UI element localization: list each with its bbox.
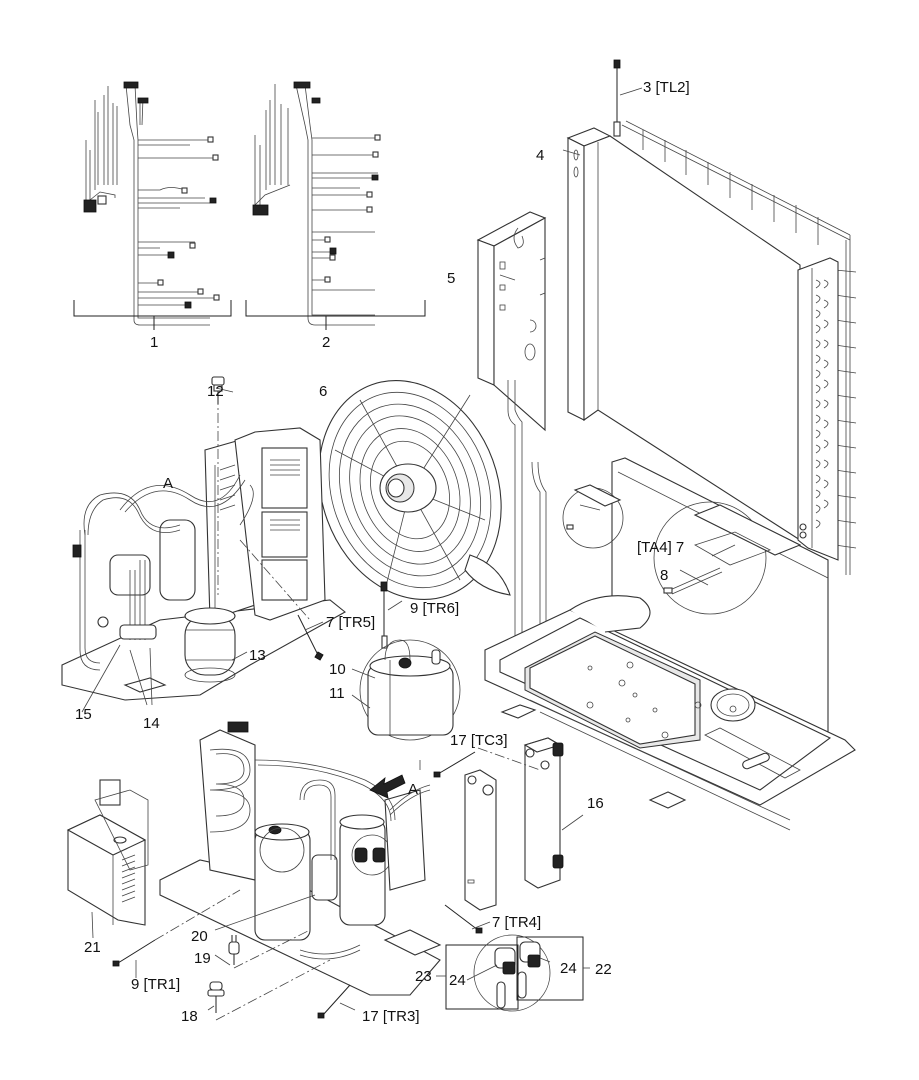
callout-7-TR5: 7 [TR5] (326, 614, 375, 631)
valve-coil-detail (445, 934, 584, 1012)
fan-assembly (318, 379, 511, 601)
callout-14: 14 (143, 715, 160, 732)
callout-10: 10 (329, 661, 346, 678)
callout-1: 1 (150, 334, 158, 351)
tc3-assembly-line (477, 747, 541, 771)
leader-lines (81, 87, 736, 1011)
callout-19: 19 (194, 950, 211, 967)
callout-17-TR3: 17 [TR3] (362, 1008, 420, 1025)
sensor-TR3 (317, 984, 351, 1019)
callout-18: 18 (181, 1008, 198, 1025)
callout-a-lower: A (408, 781, 418, 798)
compressor-module-a (61, 395, 346, 701)
callout-12: 12 (207, 383, 224, 400)
assembly-dash-lines (215, 929, 331, 1021)
callout-16: 16 (587, 795, 604, 812)
callout-9-TR1: 9 [TR1] (131, 976, 180, 993)
tr1-assembly-line (154, 889, 241, 941)
callout-7-TA4: [TA4] 7 (637, 539, 684, 556)
callout-15: 15 (75, 706, 92, 723)
callout-4: 4 (536, 147, 544, 164)
TA4-detail (562, 484, 802, 615)
sensor-TC3 (433, 751, 476, 778)
callout-20: 20 (191, 928, 208, 945)
wiring-harness-2 (252, 81, 381, 326)
control-box-panel (476, 211, 547, 432)
compressor-module-lower (159, 721, 442, 996)
sensor-TR1 (112, 939, 156, 967)
part-12-valve (211, 376, 225, 404)
electrical-box (66, 779, 149, 926)
callout-9-TR6: 9 [TR6] (410, 600, 459, 617)
callout-a-upper: A (163, 475, 173, 492)
callout-22: 22 (595, 961, 612, 978)
callout-labels: 1 2 3 [TL2] 4 5 6 12 A [TA4] 7 8 7 [TR5]… (75, 79, 690, 1025)
callout-11: 11 (329, 685, 345, 702)
callout-8: 8 (660, 567, 668, 584)
callout-2: 2 (322, 334, 330, 351)
sensor-TR4 (444, 904, 483, 934)
part-18-valve (207, 981, 225, 1013)
sensor-TR6 (380, 581, 388, 649)
direction-arrow-a (369, 774, 406, 799)
callout-5: 5 (447, 270, 455, 287)
refrigerant-pipes (507, 380, 547, 660)
callout-23: 23 (415, 968, 432, 985)
callout-3-TL2: 3 [TL2] (643, 79, 690, 96)
callout-13: 13 (249, 647, 266, 664)
part-19-switch (228, 935, 240, 965)
callout-24-left: 24 (449, 972, 466, 989)
callout-17-TC3: 17 [TC3] (450, 732, 508, 749)
callout-21: 21 (84, 939, 101, 956)
air-heat-exchanger (566, 120, 857, 575)
callout-7-TR4: 7 [TR4] (492, 914, 541, 931)
compressor-detail-10-11 (359, 639, 461, 741)
callout-6: 6 (319, 383, 327, 400)
wiring-harness-1 (83, 81, 220, 326)
plate-heat-exchanger (464, 737, 564, 911)
harness-brackets (73, 300, 426, 330)
callout-24-right: 24 (560, 960, 577, 977)
sensor-TL2 (613, 59, 621, 137)
sensor-TR5 (297, 614, 324, 661)
